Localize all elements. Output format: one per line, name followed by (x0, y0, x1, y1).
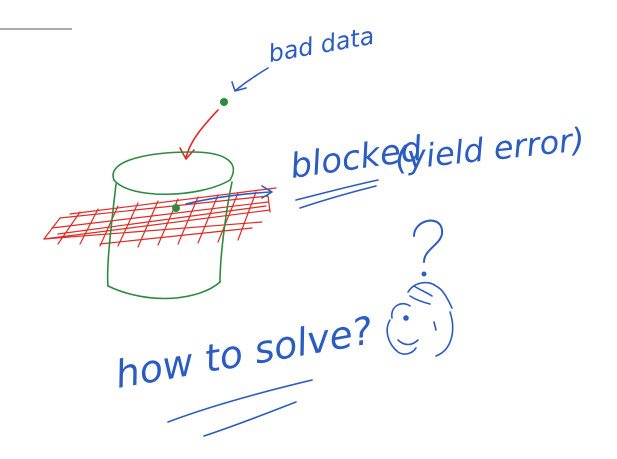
bad-data-point (220, 98, 228, 106)
thinking-face-icon (386, 281, 454, 357)
bad-data-arrow (235, 67, 269, 91)
bad-data-label: bad data (266, 22, 376, 68)
blocked-underline-1 (295, 179, 379, 201)
question-underline-1 (167, 379, 313, 423)
blocked-underline-2 (299, 185, 377, 209)
filter-grid (43, 187, 277, 248)
drop-arrow (185, 109, 219, 159)
question-underline-2 (203, 401, 297, 437)
blocked-arrowhead (261, 185, 273, 199)
database-cylinder (106, 151, 235, 300)
question-mark-icon (413, 219, 444, 277)
blocked-arrow (185, 191, 271, 205)
blocked-point (172, 204, 180, 212)
question-label: how to solve? (112, 308, 376, 397)
bad-data-arrowhead (231, 81, 247, 92)
yield-error-label: (yield error) (393, 120, 587, 178)
